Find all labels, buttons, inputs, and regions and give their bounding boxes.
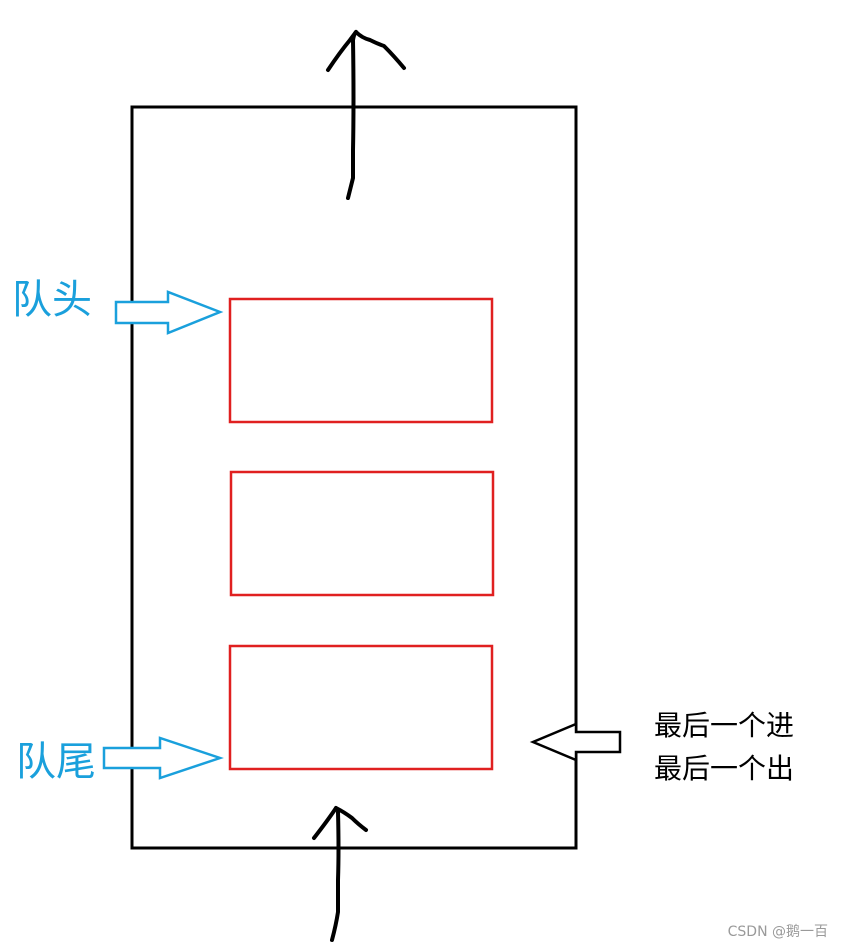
queue-slot-middle: [229, 470, 495, 597]
watermark: CSDN @鹅一百: [728, 923, 828, 940]
queue-slot-bottom: [228, 644, 494, 771]
queue-slot-top: [228, 297, 494, 424]
enter-up-arrow: [312, 806, 368, 942]
exit-up-arrow: [326, 30, 406, 200]
note-line-2: 最后一个出: [654, 752, 794, 785]
queue-head-label: 队头: [12, 277, 92, 323]
queue-container: [130, 105, 578, 850]
queue-head-arrow: [114, 290, 224, 335]
note-left-arrow: [529, 722, 622, 762]
note-line-1: 最后一个进: [654, 709, 794, 742]
queue-tail-arrow: [102, 736, 224, 780]
queue-tail-label: 队尾: [16, 739, 96, 785]
